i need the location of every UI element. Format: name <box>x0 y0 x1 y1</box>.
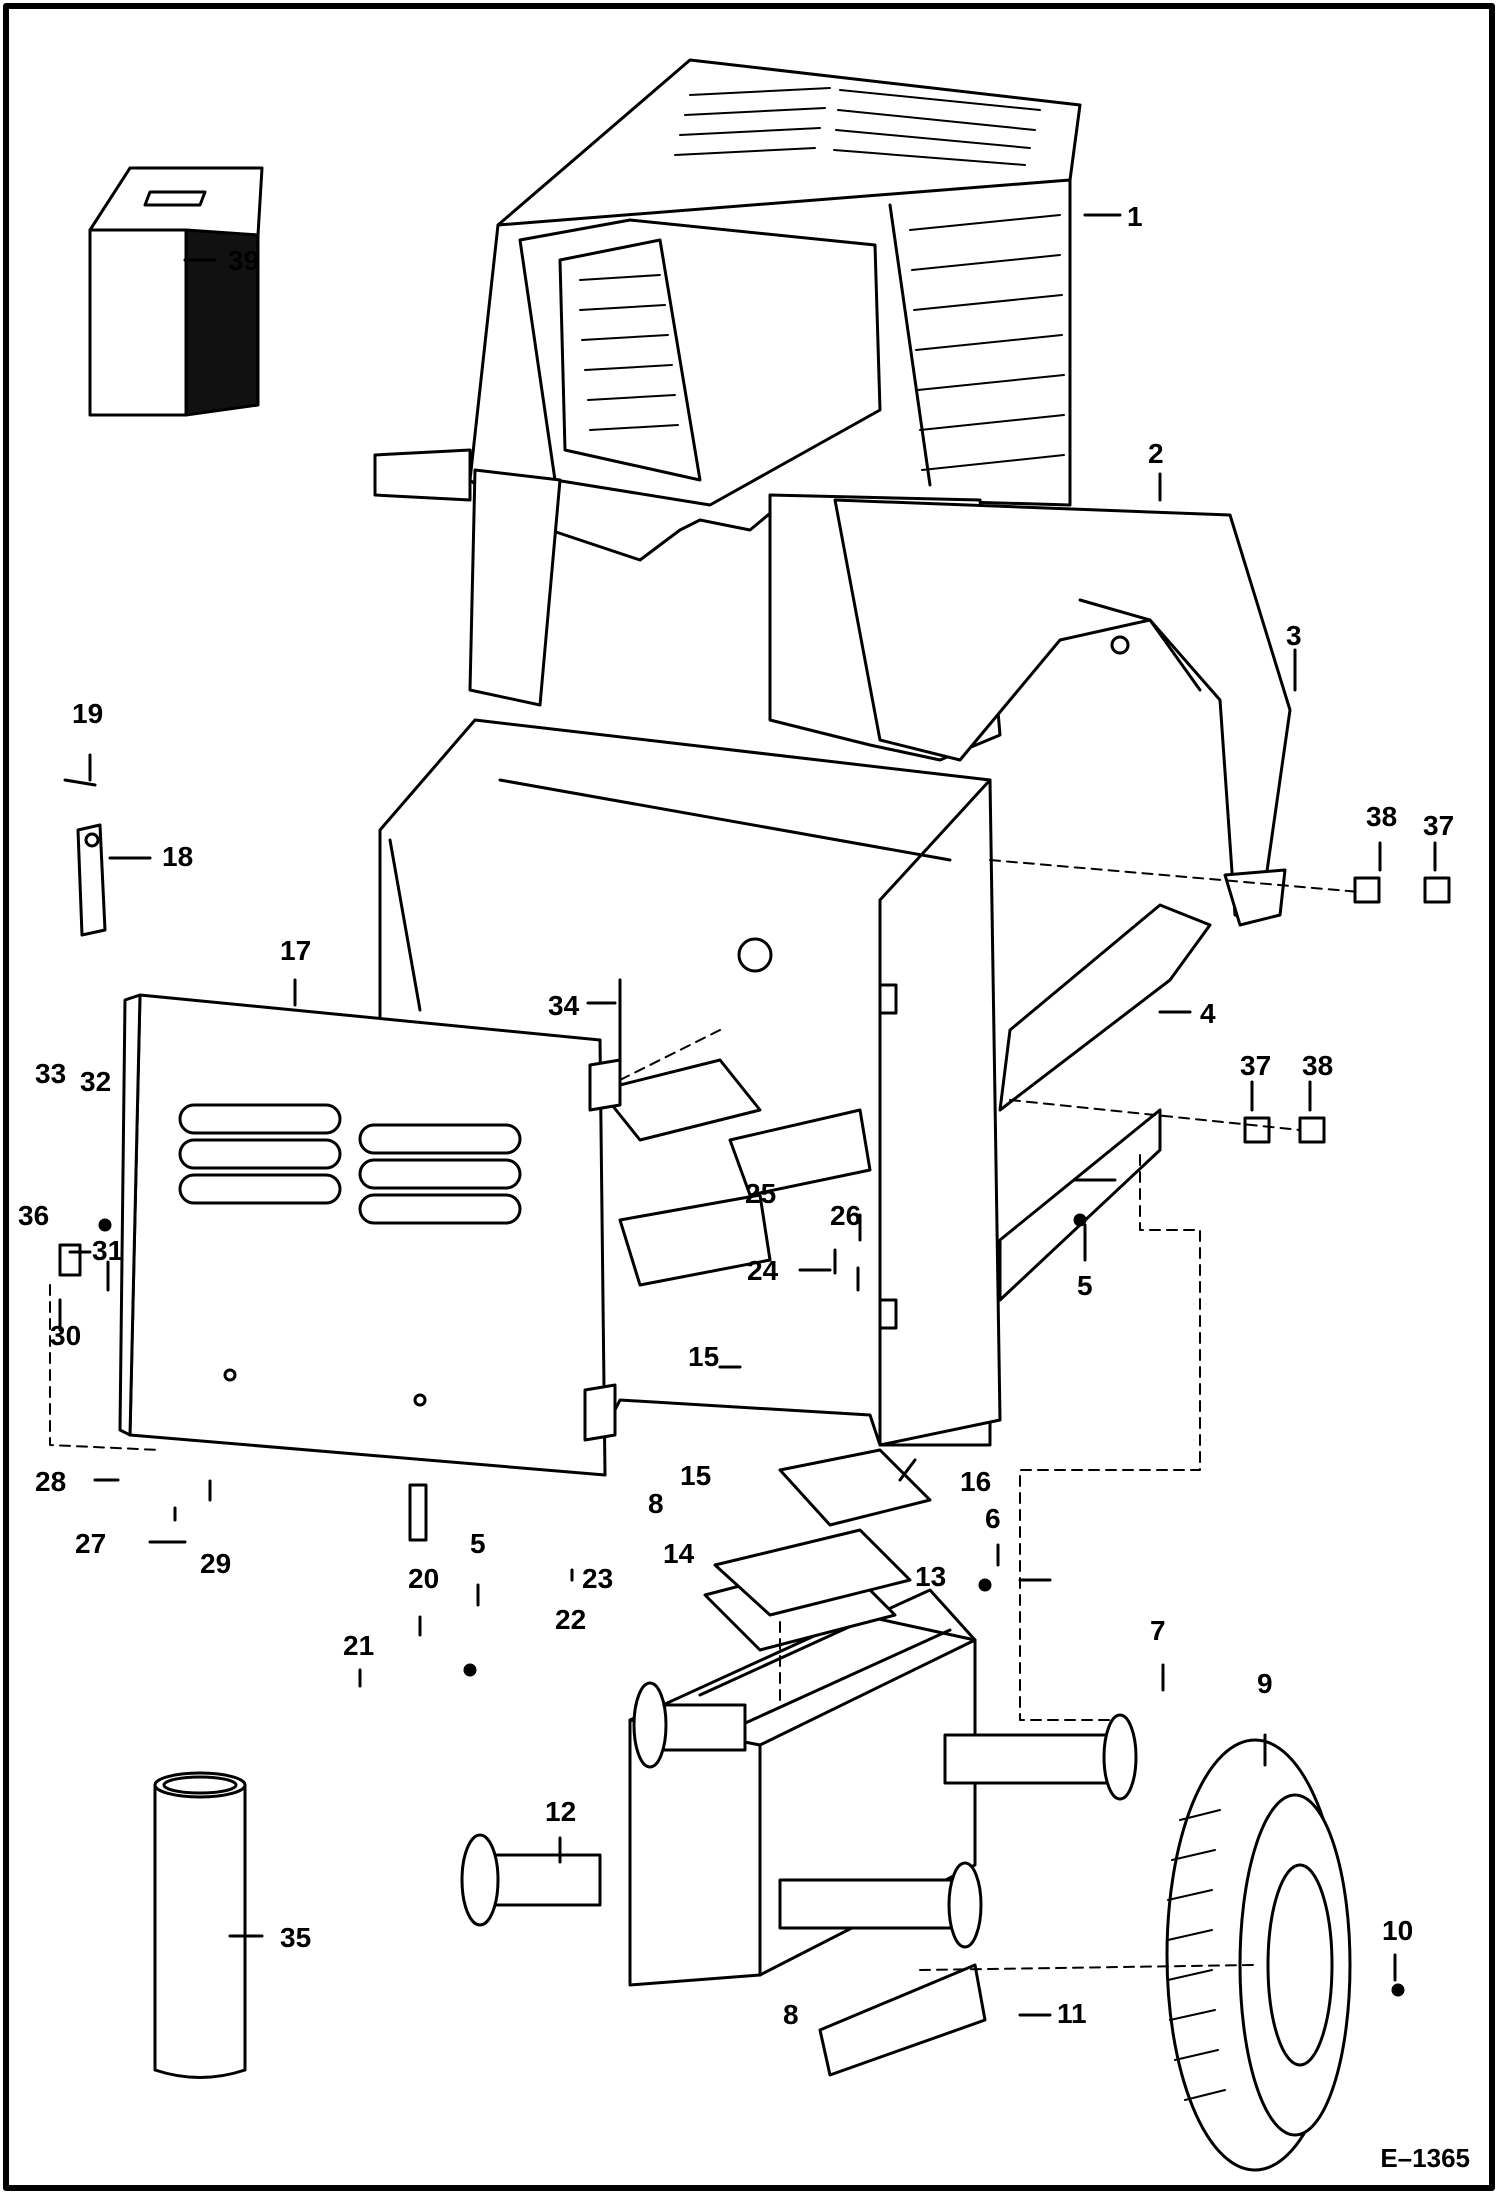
callout-18: 18 <box>162 841 194 872</box>
figure-code: E–1365 <box>1380 2143 1470 2173</box>
callout-34: 34 <box>548 990 580 1021</box>
callout-22: 22 <box>555 1604 587 1635</box>
callout-38-right: 38 <box>1366 801 1398 832</box>
callout-36: 36 <box>18 1200 50 1231</box>
callout-21: 21 <box>343 1630 375 1661</box>
callout-19: 19 <box>72 698 104 729</box>
callout-8-guard: 8 <box>783 1999 799 2030</box>
callout-39: 39 <box>228 245 260 276</box>
callout-20: 20 <box>408 1563 440 1594</box>
axle-frame-part <box>460 1588 1138 1987</box>
callout-37-right: 37 <box>1423 810 1455 841</box>
callout-29: 29 <box>200 1548 232 1579</box>
callout-10: 10 <box>1382 1915 1414 1946</box>
callout-9: 9 <box>1257 1668 1273 1699</box>
callout-14: 14 <box>663 1538 695 1569</box>
page-border <box>3 3 1495 2191</box>
callout-26: 26 <box>830 1200 862 1231</box>
bracket-guard-part <box>818 1963 987 2077</box>
callout-8-plate: 8 <box>648 1488 664 1519</box>
callout-23: 23 <box>582 1563 614 1594</box>
callout-17: 17 <box>280 935 312 966</box>
callout-30: 30 <box>50 1320 82 1351</box>
tire-part <box>1165 1738 1352 2172</box>
rear-door-part <box>118 993 622 1477</box>
latch-plate-part <box>63 778 107 937</box>
callout-25: 25 <box>745 1178 777 1209</box>
callout-37-lower: 37 <box>1240 1050 1272 1081</box>
callout-12: 12 <box>545 1796 577 1827</box>
callout-15-frame: 15 <box>688 1341 720 1372</box>
callout-24: 24 <box>747 1255 779 1286</box>
dashed-connectors <box>49 859 1361 1971</box>
access-plates-part <box>703 1448 932 1652</box>
callout-31: 31 <box>92 1235 124 1266</box>
callout-1: 1 <box>1127 201 1143 232</box>
leader-lines <box>58 213 1437 2017</box>
callout-3: 3 <box>1286 620 1302 651</box>
callout-11: 11 <box>1057 1998 1087 2029</box>
callout-35: 35 <box>280 1922 312 1953</box>
callout-16: 16 <box>960 1466 992 1497</box>
callout-5-frame: 5 <box>1077 1270 1093 1301</box>
callout-4: 4 <box>1200 998 1216 1029</box>
callout-28: 28 <box>35 1466 67 1497</box>
hardware-parts <box>58 876 1451 1997</box>
callout-7: 7 <box>1150 1615 1166 1646</box>
callout-38-lower: 38 <box>1302 1050 1334 1081</box>
callout-27: 27 <box>75 1528 107 1559</box>
callout-15-plate: 15 <box>680 1460 712 1491</box>
main-frame-part <box>378 718 1212 1447</box>
callout-13: 13 <box>915 1561 947 1592</box>
callout-2: 2 <box>1148 438 1164 469</box>
tube-part <box>153 1771 247 2079</box>
callout-5-bracket: 5 <box>470 1528 486 1559</box>
callout-32: 32 <box>80 1066 112 1097</box>
callout-33: 33 <box>35 1058 67 1089</box>
callout-6: 6 <box>985 1503 1001 1534</box>
manual-box-part <box>88 166 264 417</box>
